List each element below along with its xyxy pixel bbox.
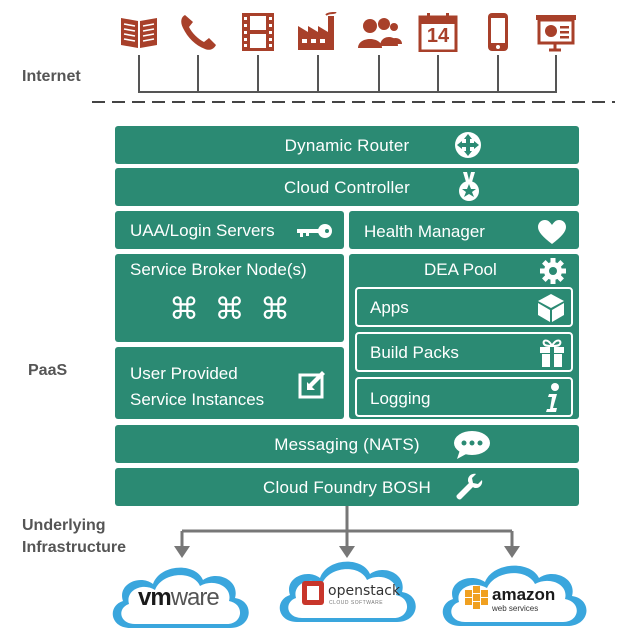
build-packs-box: Build Packs [355, 332, 573, 372]
gift-icon [540, 339, 564, 367]
info-icon [546, 383, 559, 412]
build-packs-label: Build Packs [370, 343, 459, 362]
service-broker-label: Service Broker Node(s) [130, 260, 307, 279]
uaa-login-servers: UAA/Login Servers [115, 211, 344, 249]
internet-connectors [92, 55, 615, 103]
vmware-cloud-shape [112, 567, 249, 628]
edit-checkbox-icon [298, 371, 325, 399]
user-provided-service-instances: User Provided Service Instances [115, 347, 344, 419]
user-provided-label-line2: Service Instances [130, 390, 265, 409]
amazon-logo-subtext: web services [492, 604, 539, 613]
mobile-icon [488, 13, 508, 51]
dynamic-router-layer: Dynamic Router [115, 126, 579, 164]
uaa-login-label: UAA/Login Servers [130, 221, 275, 240]
paas-label: PaaS [28, 362, 68, 379]
calendar-day: 14 [426, 25, 450, 47]
infrastructure-label: Underlying Infrastructure [22, 515, 126, 559]
vmware-logo-ware: ware [170, 584, 220, 611]
presentation-icon [536, 15, 576, 52]
messaging-nats-layer: Messaging (NATS) [115, 425, 579, 463]
gear-icon [540, 258, 566, 284]
apps-box: Apps [355, 287, 573, 327]
logging-label: Logging [370, 389, 431, 408]
vmware-cloud: vmware [105, 556, 255, 636]
internet-label: Internet [22, 68, 81, 85]
book-icon [121, 18, 157, 48]
service-broker-node-icons: ⌘ ⌘ ⌘ [168, 292, 291, 327]
user-provided-label-line1: User Provided [130, 364, 238, 383]
messaging-label: Messaging (NATS) [274, 435, 420, 454]
openstack-cloud: openstack CLOUD SOFTWARE [272, 548, 422, 630]
openstack-cloud-shape [279, 561, 416, 622]
heart-icon [538, 220, 566, 244]
openstack-logo-subtext: CLOUD SOFTWARE [329, 600, 384, 606]
people-icon [358, 18, 402, 48]
key-icon [297, 224, 332, 238]
cube-icon [538, 294, 564, 322]
service-broker-nodes: Service Broker Node(s) ⌘ ⌘ ⌘ [115, 254, 344, 342]
medal-icon [459, 172, 479, 201]
health-manager-label: Health Manager [364, 222, 485, 241]
film-icon [242, 13, 274, 51]
apps-label: Apps [370, 298, 409, 317]
wrench-icon [456, 473, 483, 500]
infrastructure-arrows [174, 506, 520, 558]
amazon-logo-text: amazon [492, 585, 556, 604]
chat-bubble-icon [454, 431, 490, 459]
cloud-controller-label: Cloud Controller [283, 178, 411, 197]
amazon-logo-cubes [465, 586, 488, 609]
router-icon [455, 132, 481, 158]
health-manager: Health Manager [349, 211, 579, 249]
infrastructure-label-line2: Infrastructure [22, 539, 127, 556]
phone-icon [181, 15, 216, 50]
cloud-controller-layer: Cloud Controller [115, 168, 579, 206]
amazon-cloud: amazon web services [435, 552, 595, 634]
openstack-logo-text: openstack [328, 583, 401, 599]
vmware-logo: vmware [138, 584, 220, 612]
amazon-cloud-shape [442, 565, 587, 626]
vmware-logo-vm: vm [138, 584, 172, 611]
factory-icon [298, 12, 337, 50]
bosh-label: Cloud Foundry BOSH [262, 478, 431, 497]
user-provided-label: User Provided Service Instances [130, 361, 264, 413]
infrastructure-label-line1: Underlying [22, 517, 106, 534]
dynamic-router-label: Dynamic Router [284, 136, 410, 155]
logging-box: Logging [355, 377, 573, 417]
calendar-icon: 14 [418, 12, 458, 52]
dea-pool-label: DEA Pool [424, 260, 497, 279]
dea-pool: DEA Pool Apps Build Packs Loggi [349, 254, 579, 419]
cloud-foundry-bosh-layer: Cloud Foundry BOSH [115, 468, 579, 506]
